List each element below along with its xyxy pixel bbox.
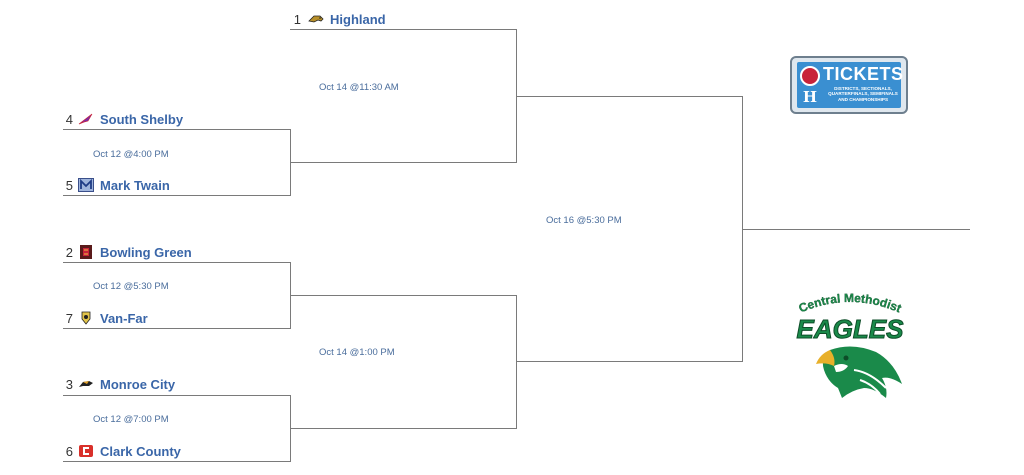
game-time-sf1[interactable]: Oct 14 @11:30 AM bbox=[319, 82, 399, 93]
seed-number: 7 bbox=[65, 311, 73, 326]
team-name[interactable]: Monroe City bbox=[100, 376, 176, 392]
bracket-line bbox=[290, 162, 517, 163]
seed-number: 2 bbox=[65, 245, 73, 260]
game-time-qf1[interactable]: Oct 12 @4:00 PM bbox=[93, 149, 169, 160]
host-logo-line1: Central Methodist bbox=[797, 292, 904, 315]
mshsaa-disc-icon bbox=[800, 66, 820, 86]
bracket-line bbox=[516, 96, 743, 97]
team-name[interactable]: Mark Twain bbox=[100, 177, 170, 193]
team-south-shelby[interactable]: South Shelby bbox=[78, 110, 183, 128]
bracket-line bbox=[290, 428, 517, 429]
tickets-title: TICKETS bbox=[823, 64, 904, 84]
bracket-line bbox=[63, 461, 291, 462]
bracket-line bbox=[290, 295, 517, 296]
eagle-head-icon bbox=[816, 346, 902, 398]
game-time-final[interactable]: Oct 16 @5:30 PM bbox=[546, 215, 622, 226]
team-name[interactable]: Bowling Green bbox=[100, 244, 192, 260]
team-name[interactable]: Van-Far bbox=[100, 310, 148, 326]
team-highland[interactable]: Highland bbox=[308, 10, 386, 28]
seed-number: 4 bbox=[65, 112, 73, 127]
team-monroe-city[interactable]: Monroe City bbox=[78, 375, 175, 393]
team-van-far[interactable]: Van-Far bbox=[78, 309, 148, 327]
seed-number: 1 bbox=[293, 12, 301, 27]
game-time-qf2[interactable]: Oct 12 @5:30 PM bbox=[93, 281, 169, 292]
bracket-line bbox=[63, 328, 291, 329]
van-far-logo-icon bbox=[81, 311, 91, 325]
highland-logo-icon bbox=[308, 15, 324, 23]
bowling-green-logo-icon bbox=[80, 245, 92, 259]
clark-county-logo-icon bbox=[79, 445, 93, 457]
monroe-city-logo-icon bbox=[79, 381, 93, 387]
bracket-line bbox=[63, 129, 291, 130]
game-time-qf3[interactable]: Oct 12 @7:00 PM bbox=[93, 414, 169, 425]
seed-number: 5 bbox=[65, 178, 73, 193]
team-bowling-green[interactable]: Bowling Green bbox=[78, 243, 192, 261]
seed-number: 3 bbox=[65, 377, 73, 392]
seed-number: 6 bbox=[65, 444, 73, 459]
bracket-line bbox=[63, 195, 291, 196]
team-clark-county[interactable]: Clark County bbox=[78, 442, 181, 460]
bracket-line bbox=[516, 295, 517, 429]
bracket-line bbox=[290, 29, 517, 30]
tickets-subtitle: DISTRICTS, SECTIONALS, QUARTERFINALS, SE… bbox=[828, 86, 898, 102]
south-shelby-logo-icon bbox=[78, 113, 93, 125]
tickets-banner[interactable]: H TICKETS DISTRICTS, SECTIONALS, QUARTER… bbox=[790, 56, 908, 114]
bracket-line bbox=[516, 361, 743, 362]
game-time-sf2[interactable]: Oct 14 @1:00 PM bbox=[319, 347, 395, 358]
team-mark-twain[interactable]: Mark Twain bbox=[78, 176, 170, 194]
champion-line bbox=[742, 229, 970, 230]
team-name[interactable]: South Shelby bbox=[100, 111, 184, 127]
host-logo-line2: EAGLES bbox=[797, 314, 905, 344]
tickets-panel: H TICKETS DISTRICTS, SECTIONALS, QUARTER… bbox=[797, 62, 904, 108]
bracket-line bbox=[63, 395, 291, 396]
team-name[interactable]: Highland bbox=[330, 11, 386, 27]
central-methodist-eagles-logo: Central Methodist EAGLES bbox=[796, 292, 905, 398]
bracket-line bbox=[63, 262, 291, 263]
team-name[interactable]: Clark County bbox=[100, 443, 181, 459]
tickets-badge-letter: H bbox=[802, 88, 818, 106]
mark-twain-logo-icon bbox=[78, 178, 94, 192]
